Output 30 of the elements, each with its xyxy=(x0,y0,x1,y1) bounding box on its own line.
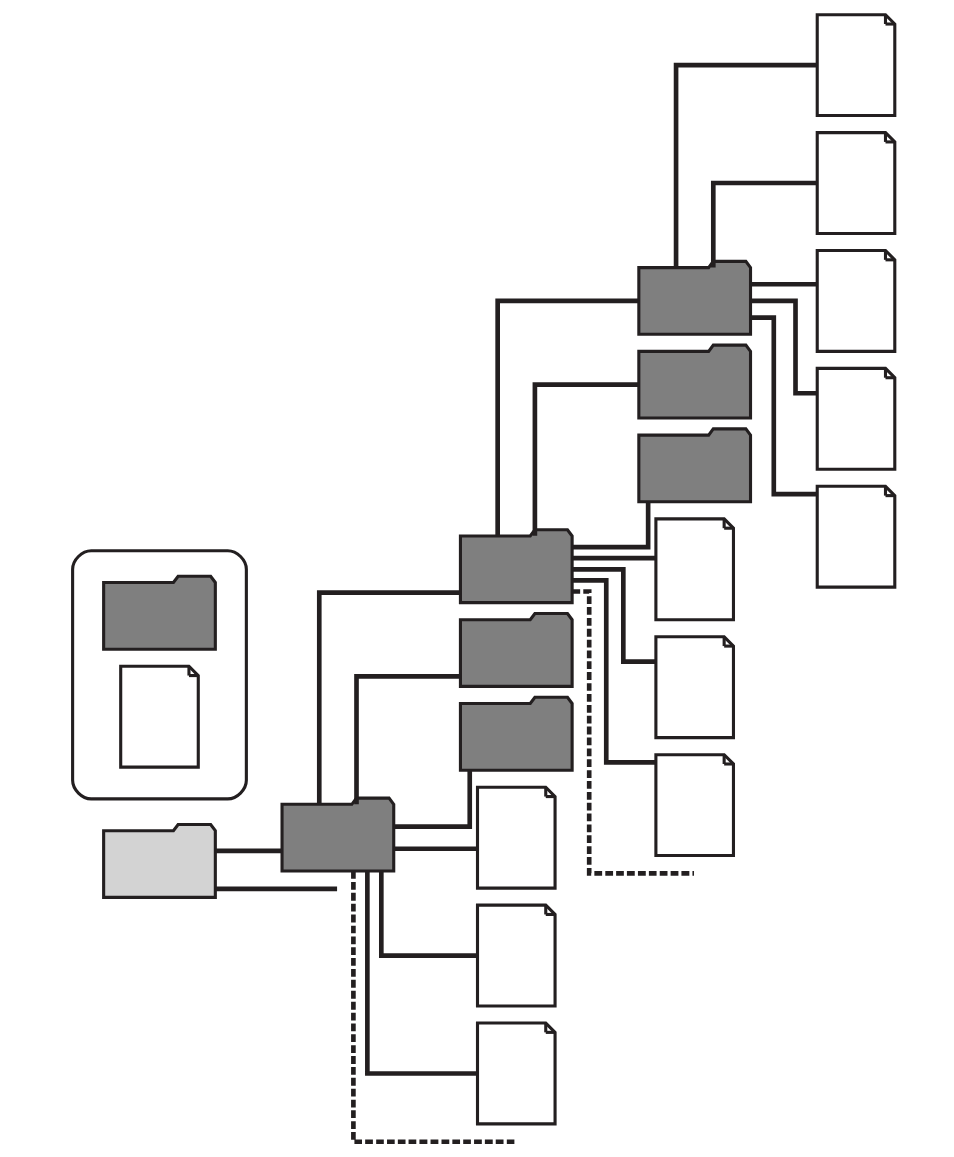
connector xyxy=(571,502,650,550)
connector xyxy=(673,62,817,268)
node-folder xyxy=(458,528,574,605)
connector xyxy=(350,871,515,1145)
node-folder xyxy=(280,796,395,873)
node-folder xyxy=(636,343,752,420)
connector xyxy=(750,315,817,497)
connector xyxy=(710,180,817,268)
connector xyxy=(750,281,817,287)
node-folder xyxy=(101,574,217,651)
connector xyxy=(393,770,472,829)
connector xyxy=(393,846,477,852)
connector xyxy=(494,298,639,536)
connector xyxy=(571,578,656,765)
connector xyxy=(571,589,694,876)
node-folder xyxy=(458,611,574,688)
connector xyxy=(316,590,460,805)
connector xyxy=(214,848,281,854)
connector xyxy=(353,674,460,805)
connector xyxy=(214,886,337,892)
cluster xyxy=(70,549,248,801)
connector xyxy=(364,871,477,1076)
connector xyxy=(571,566,656,664)
connector xyxy=(532,382,639,536)
node-folder xyxy=(101,822,217,899)
node-folder xyxy=(636,427,752,504)
node-folder xyxy=(458,695,574,772)
node-folder xyxy=(636,259,752,336)
connector xyxy=(378,871,477,958)
connector xyxy=(571,555,656,561)
